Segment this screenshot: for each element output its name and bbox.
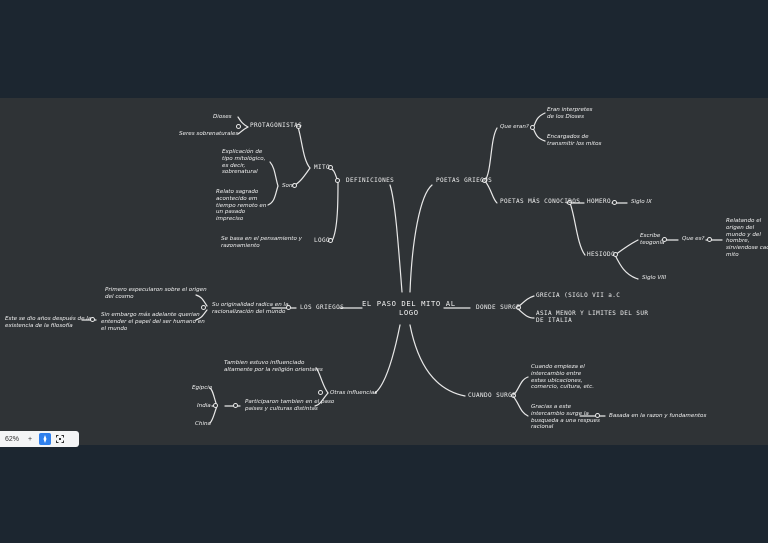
dot[interactable] (707, 237, 712, 242)
mind-map-canvas[interactable] (0, 98, 768, 445)
dot[interactable] (233, 403, 238, 408)
node-gracias[interactable]: Gracias a este intercambio surge la busq… (531, 404, 600, 431)
node-poetas-conocidos[interactable]: POETAS MÁS CONOCIDOS (500, 198, 581, 205)
dot[interactable] (613, 252, 618, 257)
dot[interactable] (292, 183, 297, 188)
node-participaron[interactable]: Participaron tambien en el paso paises y… (245, 399, 335, 412)
node-relato[interactable]: Relato sagrado acontecido em tiempo remo… (216, 189, 267, 223)
dot[interactable] (213, 403, 218, 408)
compass-icon (43, 435, 47, 443)
zoom-level: 62% (4, 435, 19, 443)
recenter-button[interactable] (39, 433, 51, 445)
node-siglo-ix[interactable]: Siglo IX (631, 199, 652, 205)
node-logo-def[interactable]: Se basa en el pensamiento y razonamiento (221, 236, 302, 249)
zoom-in-button[interactable]: + (27, 435, 33, 443)
node-protagonistas[interactable]: PROTAGONISTAS (250, 122, 303, 129)
node-logo[interactable]: LOGO (314, 237, 331, 244)
node-dioses[interactable]: Dioses (213, 114, 232, 120)
node-basada[interactable]: Basada en la razon y fundamentos (609, 413, 707, 419)
dot[interactable] (530, 125, 535, 130)
fit-screen-icon (56, 435, 64, 443)
node-homero[interactable]: HOMERO (587, 198, 612, 205)
dot[interactable] (90, 317, 95, 322)
node-india[interactable]: India (197, 403, 211, 409)
node-poetas[interactable]: POETAS GRIEGOS (436, 177, 493, 184)
node-son[interactable]: Son: (282, 183, 295, 189)
node-originalidad[interactable]: Su originalidad radica en la racionaliza… (212, 302, 289, 315)
dot[interactable] (328, 165, 333, 170)
node-hesiodo[interactable]: HESIODO (587, 251, 616, 258)
dot[interactable] (335, 178, 340, 183)
dot[interactable] (318, 390, 323, 395)
node-asia[interactable]: ASIA MENOR Y LIMITES DEL SUR DE ITALIA (536, 310, 649, 324)
node-donde-surge[interactable]: DONDE SURGE (476, 304, 521, 311)
node-otras-influencias[interactable]: Otras influencias (330, 390, 378, 396)
node-relatando[interactable]: Relatando el origen del mundo y del homb… (726, 218, 768, 258)
dot[interactable] (236, 124, 241, 129)
node-cuando-empieza[interactable]: Cuando empieza el intercambio entre esta… (531, 364, 594, 391)
node-china[interactable]: China (195, 421, 211, 427)
node-primeros[interactable]: Primero especularon sobre el origen del … (105, 287, 207, 300)
node-que-es[interactable]: Que es? (682, 236, 705, 242)
node-interpretes[interactable]: Eran interpretes de los Dioses (547, 107, 593, 120)
dot[interactable] (612, 200, 617, 205)
dot[interactable] (567, 200, 572, 205)
dot[interactable] (595, 413, 600, 418)
node-seres[interactable]: Seres sobrenaturales (179, 131, 239, 137)
dot[interactable] (286, 305, 291, 310)
node-escribe[interactable]: Escribe teogonia (640, 233, 665, 246)
node-siglo-viii[interactable]: Siglo VIII (642, 275, 667, 281)
node-que-eran[interactable]: Que eran? (500, 124, 529, 130)
node-sin-embargo[interactable]: Sin embargo más adelante querian entende… (101, 312, 205, 332)
dot[interactable] (328, 238, 333, 243)
node-los-griegos[interactable]: LOS GRIEGOS (300, 304, 345, 311)
node-mito[interactable]: MITO (314, 164, 331, 171)
node-egipto[interactable]: Egipcio (192, 385, 213, 391)
dot[interactable] (516, 305, 521, 310)
node-cuando-surge[interactable]: CUANDO SURGE (468, 392, 517, 399)
dot[interactable] (511, 393, 516, 398)
node-explicacion[interactable]: Explicación de tipo mitológico, es decir… (222, 149, 266, 176)
dot[interactable] (296, 124, 301, 129)
dot[interactable] (662, 237, 667, 242)
node-grecia[interactable]: GRECIA (SIGLO VII a.C (536, 292, 621, 299)
node-este-se-dio[interactable]: Este se dio años después de la existenci… (5, 316, 92, 329)
dot[interactable] (482, 178, 487, 183)
node-tambien-estuvo[interactable]: Tambien estuvo influenciado altamente po… (224, 360, 323, 373)
fit-screen-button[interactable] (54, 433, 66, 445)
dot[interactable] (201, 305, 206, 310)
node-encargados[interactable]: Encargados de transmitir los mitos (547, 134, 602, 147)
central-topic[interactable]: EL PASO DEL MITO AL LOGO (362, 299, 456, 317)
node-definiciones[interactable]: DEFINICIONES (346, 177, 395, 184)
zoom-toolbar: 62% + (0, 431, 79, 447)
